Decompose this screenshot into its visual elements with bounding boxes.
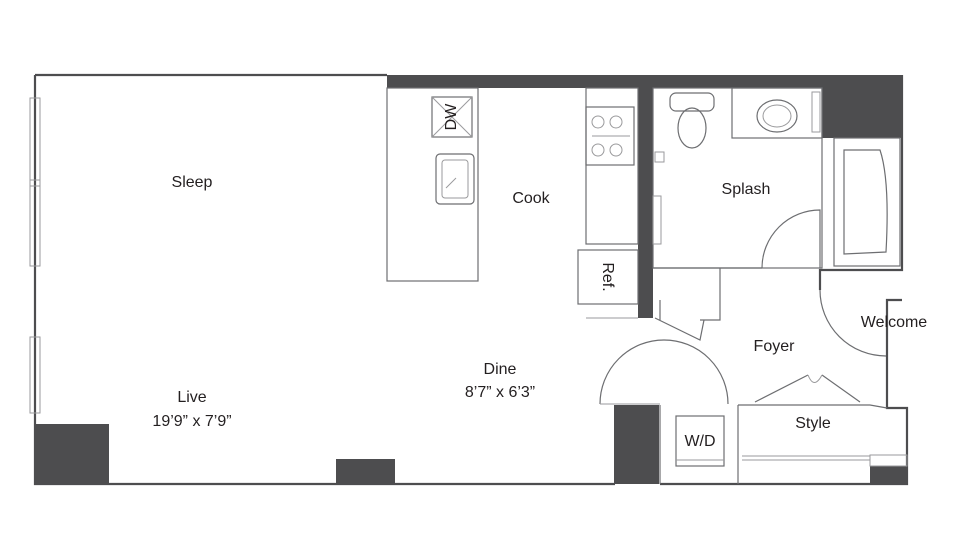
door-swings: [599, 209, 887, 405]
washer-dryer-box: [675, 415, 725, 467]
kitchen-counter: [577, 87, 639, 319]
structural-walls: [35, 75, 907, 484]
room-label-style: Style: [795, 415, 831, 432]
washer-dryer-label: W/D: [684, 433, 715, 450]
room-label-dine: Dine: [484, 361, 517, 378]
room-label-splash: Splash: [722, 181, 771, 198]
refrigerator-label: Ref.: [599, 262, 616, 291]
room-label-welcome: Welcome: [861, 314, 927, 331]
dishwasher-label: DW: [443, 103, 460, 131]
interior-partitions: [653, 267, 908, 484]
exterior-walls: [33, 73, 909, 486]
windows: [29, 97, 41, 414]
room-label-sleep: Sleep: [172, 174, 213, 191]
room-label-cook: Cook: [512, 190, 550, 207]
kitchen-island: [386, 87, 479, 282]
room-label-foyer: Foyer: [754, 338, 796, 355]
room-dims-dine: 8’7” x 6’3”: [465, 384, 535, 401]
room-label-live: Live: [177, 389, 206, 406]
room-dims-live: 19’9” x 7’9”: [152, 413, 231, 430]
